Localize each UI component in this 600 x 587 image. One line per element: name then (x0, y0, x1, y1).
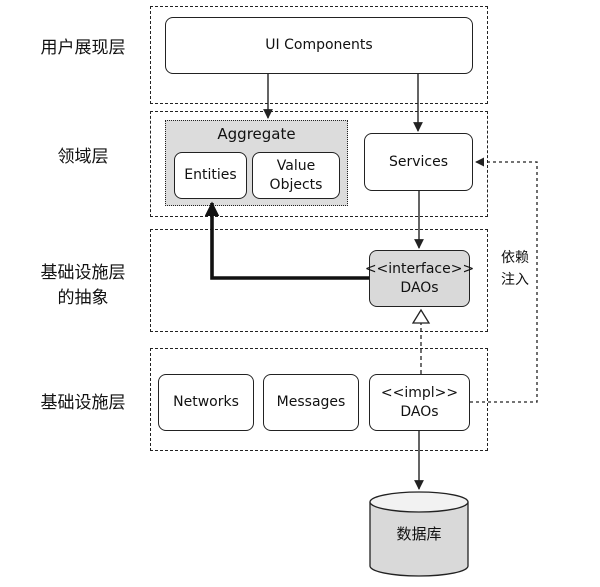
dependency-injection-label: 依赖 注入 (501, 250, 529, 288)
layer-label-presentation: 用户展现层 (40, 38, 126, 58)
dao-impl-box: <<impl>> DAOs (369, 374, 470, 431)
aggregate-title: Aggregate (217, 125, 296, 143)
dao-interface-box: <<interface>> DAOs (365, 250, 474, 307)
layer-label-abstraction: 基础设施层 的抽象 (40, 263, 126, 308)
networks-box: Networks (158, 374, 254, 431)
infrastructure-layer (150, 348, 488, 451)
database-label: 数据库 (396, 525, 442, 543)
value-objects-box: Value Objects (252, 152, 340, 199)
dependency-injection-path (470, 157, 538, 403)
realization-triangle (411, 308, 431, 324)
ui-components-box: UI Components (165, 17, 473, 74)
domain-layer (150, 111, 488, 217)
layer-label-domain: 领域层 (57, 147, 109, 167)
presentation-layer (150, 6, 488, 104)
services-box: Services (364, 133, 473, 191)
abstraction-layer (150, 229, 488, 332)
entities-box: Entities (174, 152, 247, 199)
layer-label-infrastructure: 基础设施层 (40, 393, 126, 413)
arrow-dao-interface-to-entities (204, 201, 369, 280)
database-icon (369, 491, 469, 577)
messages-box: Messages (263, 374, 359, 431)
